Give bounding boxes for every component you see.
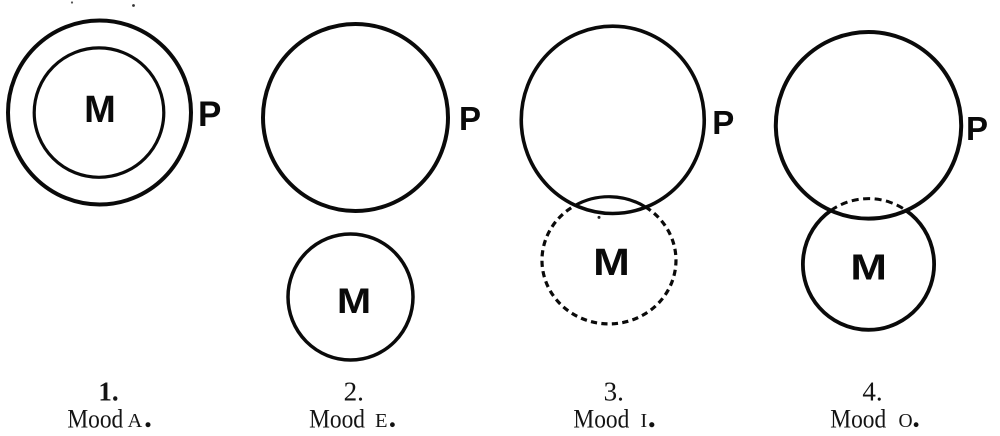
svg-text:O: O — [899, 411, 913, 432]
svg-text:E: E — [375, 410, 388, 432]
svg-text:M: M — [850, 247, 887, 287]
svg-text:M: M — [593, 241, 630, 283]
svg-text:Mood: Mood — [67, 405, 123, 433]
svg-text:M: M — [337, 281, 371, 321]
svg-text:Mood: Mood — [830, 405, 886, 433]
svg-text:I: I — [641, 410, 648, 432]
svg-text:1.: 1. — [98, 377, 118, 407]
svg-text:P: P — [198, 95, 221, 134]
svg-text:M: M — [84, 89, 116, 131]
svg-text:4.: 4. — [862, 377, 882, 407]
svg-text:3.: 3. — [604, 377, 624, 407]
svg-text:A: A — [128, 410, 143, 432]
svg-text:Mood: Mood — [309, 405, 365, 433]
svg-text:2.: 2. — [344, 377, 364, 407]
svg-text:P: P — [966, 110, 988, 147]
svg-text:P: P — [712, 104, 734, 141]
svg-text:P: P — [459, 100, 481, 137]
svg-text:Mood: Mood — [573, 405, 629, 433]
